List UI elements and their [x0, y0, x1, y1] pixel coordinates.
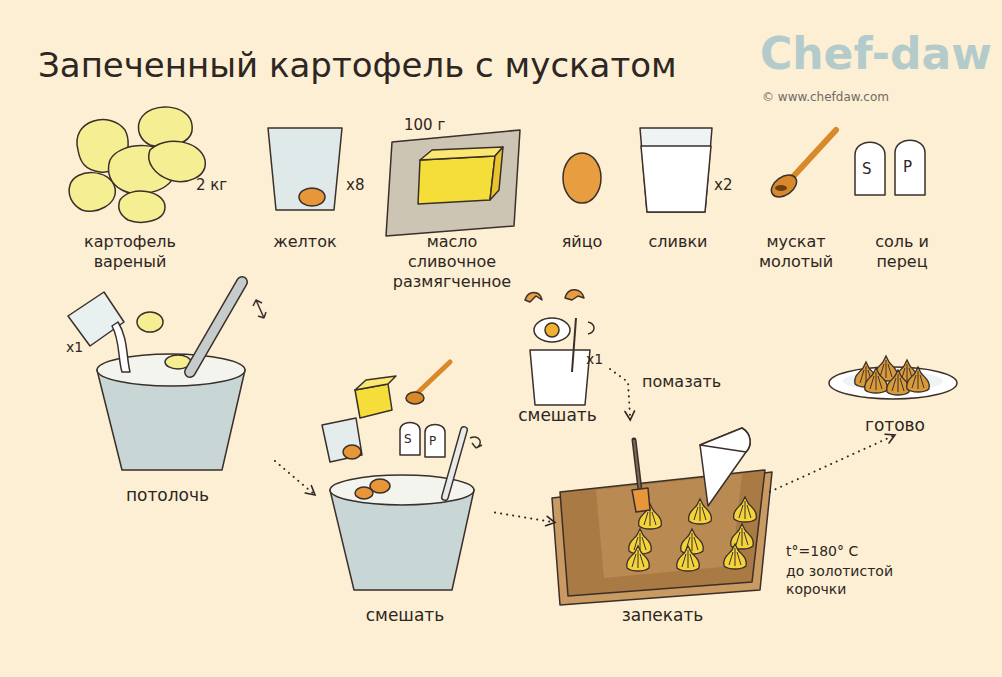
label-text: P	[429, 434, 436, 449]
step-caption: смешать	[505, 405, 610, 425]
label-text: масло сливочное размягченное	[388, 232, 516, 292]
label-text: яйцо	[542, 232, 622, 252]
step-node: готово	[825, 345, 965, 435]
label-text: сливки	[633, 232, 723, 252]
label-text: S	[404, 432, 412, 447]
label-text: P	[903, 158, 912, 177]
label-text: S	[862, 160, 872, 179]
label-text: x1	[586, 350, 603, 368]
step-caption: готово	[825, 415, 965, 435]
label-text: картофель вареный	[65, 232, 195, 272]
label-text: до золотистой корочки	[786, 562, 904, 598]
dotted-connector	[610, 369, 635, 420]
dotted-connector	[770, 434, 895, 491]
label-text: 100 г	[404, 116, 445, 135]
dotted-connector	[495, 513, 555, 526]
page-title: Запеченный картофель с мускатом	[38, 44, 677, 86]
label-text: x8	[346, 176, 364, 195]
arrow-head	[546, 516, 555, 525]
label-text: желток	[255, 232, 355, 252]
label-text: 2 кг	[196, 176, 227, 195]
edge-label: помазать	[640, 372, 723, 392]
step-caption: запекать	[555, 605, 770, 625]
arrow-head	[885, 434, 895, 443]
step-node: смешать	[315, 375, 495, 625]
label-text: x2	[714, 176, 732, 195]
label-text: x1	[66, 338, 83, 356]
step-node: запекать	[555, 420, 770, 625]
label-text: мускат молотый	[750, 232, 842, 272]
dotted-line	[495, 513, 555, 523]
step-caption: смешать	[315, 605, 495, 625]
label-text: соль и перец	[856, 232, 948, 272]
label-text: t°=180° C	[786, 542, 858, 560]
step-node: потолочь	[60, 285, 275, 505]
label-text: Chef-daw	[760, 26, 992, 81]
dotted-line	[275, 461, 315, 495]
step-node: смешать	[505, 285, 610, 425]
dotted-connector	[275, 461, 315, 495]
dotted-line	[610, 369, 630, 420]
step-caption: потолочь	[60, 485, 275, 505]
arrow-head	[305, 486, 315, 495]
label-text: © www.chefdaw.com	[762, 90, 889, 105]
dotted-line	[770, 435, 895, 492]
arrow-head	[625, 411, 635, 420]
